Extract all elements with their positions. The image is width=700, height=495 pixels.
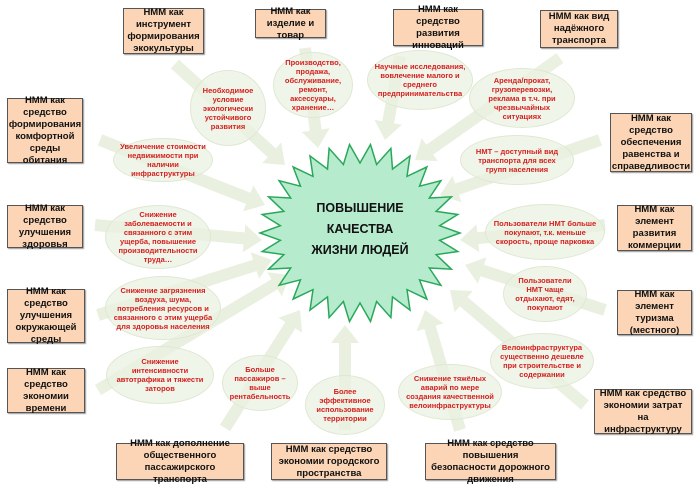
effect-traffic: Снижение интенсивности автотрафика и тяж… <box>106 346 214 404</box>
box-tourism: НММ как элемент туризма (местного) <box>617 289 692 336</box>
effect-production: Производство, продажа, обслуживание, рем… <box>273 52 353 118</box>
effect-land-use: Более эффективное использование территор… <box>305 375 385 435</box>
center-line: ПОВЫШЕНИЕ <box>316 201 404 215</box>
center-starburst <box>257 142 463 324</box>
box-ecoculture: НММ как инструмент формирования экокульт… <box>123 7 204 54</box>
box-urban-space: НММ как средство экономии городского про… <box>271 443 387 480</box>
box-public-transport: НММ как дополнение общественного пассажи… <box>116 438 244 485</box>
effect-pollution: Снижение загрязнения воздуха, шума, потр… <box>105 276 221 340</box>
center-line: КАЧЕСТВА <box>326 222 394 236</box>
effect-leisure: Пользователи НМТ чаще отдыхают, едят, по… <box>503 266 587 322</box>
box-environment: НММ как средство улучшения окружающей ср… <box>7 286 85 345</box>
effect-shopping: Пользователи НМТ больше покупают, т.к. м… <box>485 204 605 260</box>
box-commerce: НММ как элемент развития коммерции <box>617 204 692 251</box>
box-road-safety: НММ как средство повышения безопасности … <box>425 438 556 485</box>
center-line: ЖИЗНИ ЛЮДЕЙ <box>311 243 409 257</box>
effect-rental: Аренда/прокат, грузоперевозки, реклама в… <box>469 68 575 128</box>
effect-property-value: Увеличение стоимости недвижимости при на… <box>113 138 213 182</box>
box-product: НММ как изделие и товар <box>255 6 326 41</box>
box-health: НММ как средство улучшения здоровья <box>7 203 83 250</box>
center-title: ПОВЫШЕНИЕ КАЧЕСТВА ЖИЗНИ ЛЮДЕЙ <box>290 198 430 261</box>
box-equality: НММ как средство обеспечения равенства и… <box>610 112 692 172</box>
box-infrastructure-savings: НММ как средство экономии затрат на инфр… <box>594 388 692 435</box>
box-time-saving: НММ как средство экономии времени <box>7 367 85 414</box>
box-innovation: НММ как средство развития инноваций <box>393 4 483 51</box>
box-reliable-transport: НММ как вид надёжного транспорта <box>540 10 618 48</box>
effect-passengers: Больше пассажиров – выше рентабельность <box>222 355 298 411</box>
effect-ecology: Необходимое условие экологически устойчи… <box>190 70 266 146</box>
box-comfortable-environment: НММ как средство формирования комфортной… <box>7 94 83 166</box>
effect-research: Научные исследования, вовлечение малого … <box>367 50 473 110</box>
effect-health: Снижение заболеваемости и связанного с э… <box>105 205 211 269</box>
effect-accessibility: НМТ – доступный вид транспорта для всех … <box>460 135 574 185</box>
effect-safety: Снижение тяжёлых аварий по мере создания… <box>398 364 502 420</box>
effect-bike-infra-cost: Велоинфраструктура существенно дешевле п… <box>490 333 594 389</box>
